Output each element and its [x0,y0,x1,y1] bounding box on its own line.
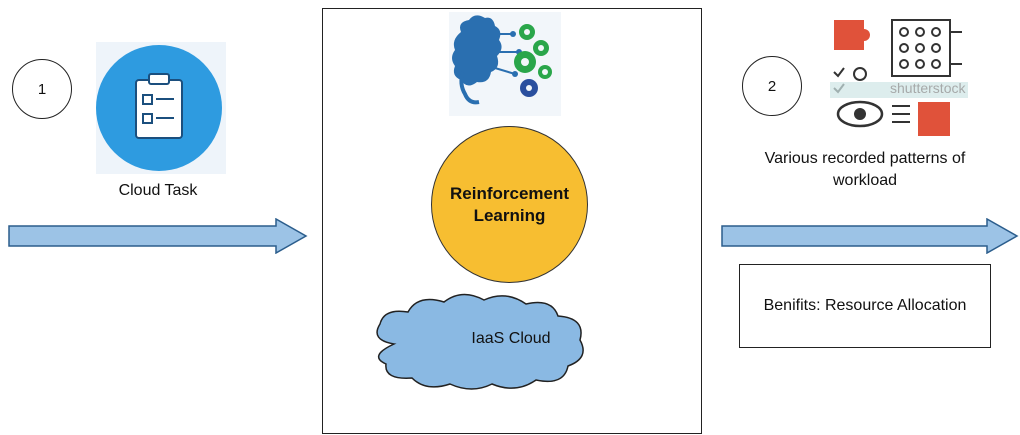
clipboard-icon [96,42,226,174]
patterns-label-line2: workload [832,172,898,189]
workflow-patterns-icon: shutterstock [830,10,968,138]
benefits-label: Benifits: Resource Allocation [763,297,967,314]
rl-label-line2: Learning [473,205,546,225]
rl-label-line1: Reinforcement [449,183,570,203]
step-2-marker: 2 [742,56,802,116]
step-1-number: 1 [37,80,47,98]
iaas-cloud-label: IaaS Cloud [471,330,551,347]
watermark-text: shutterstock [890,80,966,96]
input-arrow [8,218,308,254]
benefits-box: Benifits: Resource Allocation [739,264,991,348]
step-1-marker: 1 [12,59,72,119]
cloud-task-label: Cloud Task [118,182,198,199]
output-arrow [721,218,1019,254]
step-2-number: 2 [767,77,777,95]
reinforcement-learning-node: Reinforcement Learning [431,126,588,283]
brain-gears-icon [449,12,561,116]
patterns-label: Various recorded patterns of workload [738,148,992,192]
patterns-label-line1: Various recorded patterns of [764,150,966,167]
iaas-cloud-shape [366,288,592,396]
